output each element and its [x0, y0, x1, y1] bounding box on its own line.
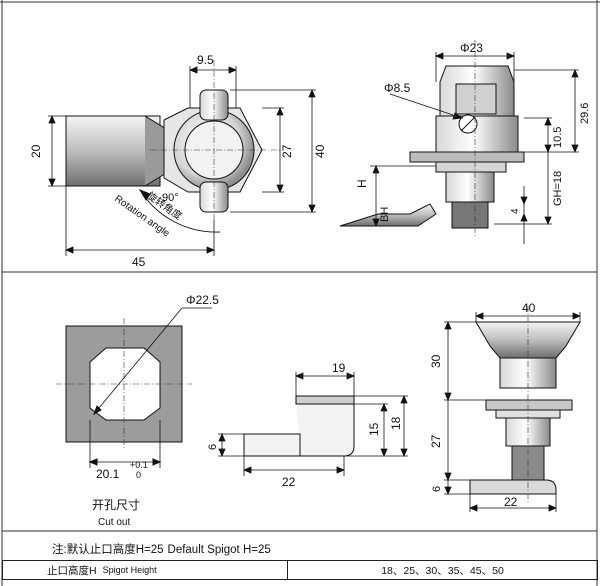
dim-gh: GH=18 [552, 171, 564, 206]
note-en: Default Spigot H=25 [167, 544, 271, 556]
side-view-lock [339, 40, 525, 236]
dim-19: 19 [332, 361, 346, 375]
table-label-en: Spigot Height [102, 565, 157, 575]
dim-20: 20 [29, 144, 43, 158]
cutout-drawing [56, 307, 212, 468]
dim-9-5: 9.5 [197, 53, 214, 67]
dim-6-right: 6 [431, 486, 443, 492]
dim-27-top: 27 [280, 144, 294, 158]
dim-4: 4 [510, 208, 521, 214]
dim-15: 15 [367, 422, 381, 436]
dims-cam [218, 372, 408, 476]
dims-top-left [48, 66, 316, 256]
table-label-cn: 止口高度H [47, 564, 97, 577]
dim-6-mid: 6 [207, 444, 219, 450]
dim-18: 18 [389, 416, 403, 430]
table-values-cell: 18、25、30、35、45、50 [381, 564, 504, 577]
dim-29-6: 29.6 [579, 103, 591, 124]
rotation-90: 90° [162, 192, 179, 204]
dims-top-right [370, 52, 579, 244]
dim-10-5: 10.5 [552, 127, 564, 148]
note-cn: 注:默认止口高度H=25 [52, 544, 164, 556]
cutout-label-cn: 开孔尺寸 [92, 498, 140, 512]
dim-40-right: 40 [522, 301, 536, 315]
cam-drawing [243, 395, 355, 457]
tol-plus: +0.1 [130, 460, 148, 470]
dim-phi22-5: Φ22.5 [186, 293, 219, 307]
dims-front-view [444, 312, 582, 512]
table-label-cell: 止口高度H Spigot Height [3, 561, 288, 579]
dim-h: H [355, 179, 369, 188]
front-view-lock [469, 306, 581, 502]
dim-20-1: 20.1 [96, 467, 120, 481]
cutout-label-en: Cut out [98, 517, 130, 528]
tol-zero: 0 [136, 470, 141, 480]
dim-phi8-5: Φ8.5 [384, 81, 411, 95]
dim-bh: BH [379, 207, 391, 222]
dim-27-right: 27 [429, 434, 443, 448]
dim-40-top: 40 [313, 144, 327, 158]
spigot-height-table: 止口高度H Spigot Height 18、25、30、35、45、50 [2, 560, 598, 580]
dim-22-right: 22 [504, 495, 518, 509]
dim-30: 30 [429, 354, 443, 368]
top-view-lock [65, 60, 280, 233]
dim-22-mid: 22 [282, 475, 296, 489]
dim-45: 45 [132, 255, 146, 269]
dim-phi23: Φ23 [460, 41, 483, 55]
